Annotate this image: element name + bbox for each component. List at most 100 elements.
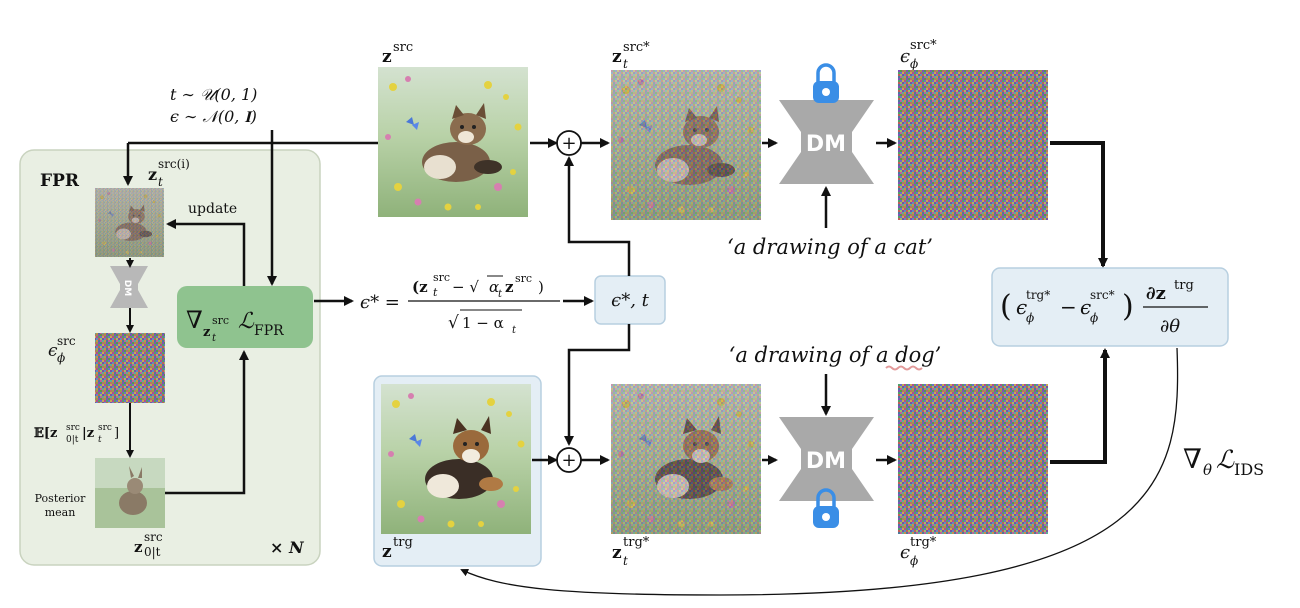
svg-text:t: t [433,286,438,299]
z-t-trg-star-label: z trg* t [612,535,650,568]
sampling-t-label: t ∼ 𝒰(0, 1) [170,85,257,104]
svg-text:z: z [612,543,622,563]
posterior-mean-line1: Posterior [35,492,87,505]
arrow-eps-src-to-grad [1050,141,1108,268]
svg-text:DM: DM [122,280,132,296]
lock-icon-trg [813,488,839,528]
svg-text:src*: src* [1090,288,1115,302]
svg-text:trg*: trg* [1026,288,1050,302]
svg-text:ϕ: ϕ [57,351,65,365]
svg-text:ℒ: ℒ [1216,445,1235,474]
svg-text:− √: − √ [452,278,479,296]
svg-text:∇: ∇ [1183,444,1202,475]
epsilon-star-formula: ϵ* = (z src t − √ α t z src ) √ 1 − α t [360,271,560,336]
arrow-ids-feedback-to-ztrg [460,347,1179,596]
svg-text:α: α [489,278,499,296]
svg-text:): ) [538,278,544,296]
z-src-label: z src [382,40,413,67]
posterior-mean-image [95,458,165,528]
svg-text:z: z [203,325,210,340]
svg-text:z: z [148,165,157,184]
ids-gradient-box [991,267,1229,347]
eps-src-star-label: ϵ src* ϕ [900,38,937,71]
update-label: update [188,201,237,217]
svg-text:ϕ: ϕ [910,57,918,71]
svg-text:∂θ: ∂θ [1160,316,1180,337]
fpr-eps-noise-image [95,333,165,403]
spellcheck-underline [885,365,923,371]
svg-text:𝔼[z: 𝔼[z [34,426,57,441]
svg-text:z: z [382,47,392,67]
svg-text:ϕ: ϕ [910,554,918,568]
svg-text:t: t [623,57,628,71]
svg-text:−: − [1060,295,1077,319]
fpr-gradient-box [177,286,313,348]
z-trg-label: z trg [382,535,413,562]
eps-trg-star-noise-image [898,384,1048,534]
svg-text:src*: src* [910,38,937,53]
svg-text:src: src [515,272,532,285]
z0t-src-label: z src 0|t [134,530,163,559]
svg-text:trg: trg [393,535,413,550]
z-t-src-star-label: z src* t [612,40,650,71]
svg-text:trg*: trg* [910,535,937,550]
svg-text:DM: DM [806,449,846,474]
eps-trg-star-label: ϵ trg* ϕ [900,535,937,568]
svg-text:z: z [134,538,143,556]
svg-text:t: t [623,554,628,568]
svg-text:∇: ∇ [186,306,203,334]
ids-loss-gradient-label: ∇ θ ℒ IDS [1183,444,1264,479]
svg-text:ϵ: ϵ [48,341,58,361]
svg-text:∂z: ∂z [1146,283,1166,304]
svg-text:ϵ* =: ϵ* = [360,292,400,313]
svg-text:t: t [498,289,503,300]
z-src-image [378,67,528,217]
svg-text:√: √ [448,313,459,333]
svg-text:]: ] [114,426,119,441]
svg-text:(z: (z [412,278,428,296]
eps-src-star-noise-image [898,70,1048,220]
svg-text:src: src [98,423,112,433]
dm-block-trg: DM [779,417,874,501]
svg-text:trg*: trg* [623,535,650,550]
svg-text:src: src [144,530,163,544]
eps-t-label: ϵ*, t [611,290,650,311]
svg-text:θ: θ [1203,461,1212,479]
arrow-eps-trg-to-grad [1050,348,1110,464]
svg-text:DM: DM [806,132,846,157]
svg-text:1 − α: 1 − α [462,314,504,332]
repeat-n-label: × N [270,538,305,557]
svg-text:(: ( [1000,289,1012,324]
svg-text:FPR: FPR [254,323,284,339]
fpr-arrow-post-to-grad [165,350,249,495]
svg-text:trg: trg [1174,278,1194,293]
z-t-trg-image [611,384,761,534]
svg-text:src: src [212,314,229,327]
svg-text:ϵ: ϵ [900,46,910,67]
svg-text:0|t: 0|t [144,545,161,559]
svg-text:t: t [512,325,517,336]
ids-gradient-formula: ( ϵ trg* ϕ − ϵ src* ϕ ) ∂z trg ∂θ [1000,278,1208,337]
svg-text:ϵ: ϵ [900,542,910,563]
prompt-dog: ‘a drawing of a dog’ [729,343,942,367]
fpr-dm-block: DM [110,266,148,308]
svg-text:ϵ: ϵ [1016,295,1027,319]
svg-text:IDS: IDS [1234,460,1264,479]
svg-text:ϕ: ϕ [1026,311,1034,325]
svg-text:ϵ: ϵ [1080,295,1091,319]
svg-text:z: z [382,542,392,562]
z-t-src-i-label: z src(i) t [148,157,190,189]
plus-src-sign: + [561,133,576,154]
dm-block-src: DM [779,100,874,184]
svg-text:src: src [393,40,413,55]
svg-text:src: src [433,271,450,284]
svg-text:z: z [505,278,514,296]
arrow-eps-t-to-plus-src [564,156,631,276]
svg-text:z: z [612,47,622,67]
svg-text:|z: |z [82,426,94,441]
arrow-eps-t-to-plus-trg [564,324,631,446]
lock-icon-src [813,63,839,103]
expectation-label: 𝔼[z src 0|t |z src t ] [34,423,119,445]
prompt-cat: ‘a drawing of a cat’ [727,235,933,259]
z-trg-image [381,384,531,534]
